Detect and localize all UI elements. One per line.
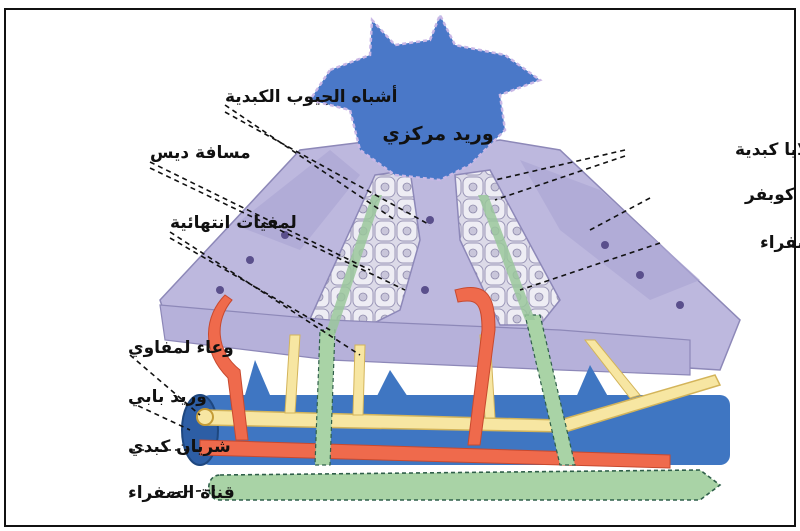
label-bile-duct: قناة الصفراء xyxy=(128,483,235,503)
label-hepatocytes: خلايا كبدية xyxy=(735,140,800,160)
label-sinusoids: أشباه الجيوب الكبدية xyxy=(225,85,397,107)
label-hepatic-artery: شريان كبدي xyxy=(128,437,231,457)
label-lymph-vessel: وعاء لمفاوي xyxy=(128,338,234,358)
label-terminal-lymphatics: لمفيات انتهائية xyxy=(170,213,297,233)
label-kupffer-cell: خلية كوبفر xyxy=(744,185,800,205)
label-space-of-disse: مسافة ديس xyxy=(150,143,251,163)
label-bile-canaliculi: قنيات الصفراء xyxy=(760,233,800,253)
central-vein-label: وريد مركزي xyxy=(382,123,493,146)
label-portal-vein: وريد بابي xyxy=(128,387,207,407)
